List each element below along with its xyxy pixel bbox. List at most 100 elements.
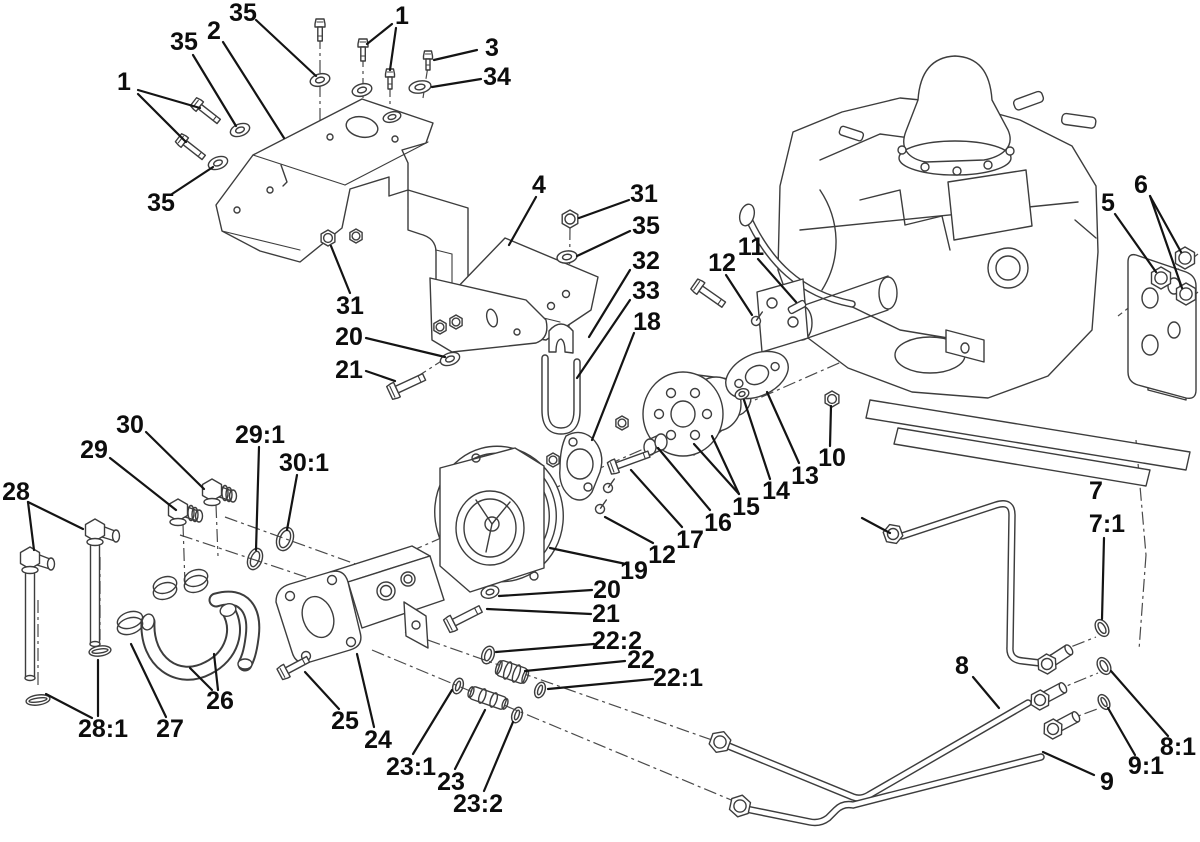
washer [480, 585, 500, 599]
clamp-drawing [548, 323, 574, 354]
leader-line-1 [388, 26, 398, 72]
callout-33: 33 [632, 277, 660, 305]
u-bolt-drawing [541, 323, 581, 435]
leader-line-33 [575, 298, 632, 380]
o-ring [451, 677, 465, 695]
o-ring [1094, 618, 1110, 638]
callout-13: 13 [791, 462, 819, 490]
callout-24: 24 [364, 726, 392, 754]
callout-22:2: 22:2 [592, 627, 642, 655]
leader-line-23 [453, 708, 487, 771]
leader-line-8:1 [1109, 669, 1170, 738]
callout-6: 6 [1134, 171, 1148, 199]
hex-bolt [690, 278, 727, 308]
o-ring [1097, 693, 1111, 711]
leader-line-26 [188, 666, 214, 692]
leader-line-24 [355, 652, 376, 729]
leader-line-22:1 [546, 677, 655, 691]
hex-bolt [357, 38, 369, 62]
union-fitting [467, 686, 509, 710]
leader-line-9:1 [1106, 706, 1137, 757]
leader-line-30:1 [285, 473, 299, 532]
hex-nut [824, 390, 840, 408]
hose-clamp-drawing [116, 568, 209, 636]
leader-line-30 [144, 430, 206, 491]
callout-27: 27 [156, 715, 184, 743]
callout-21: 21 [592, 600, 620, 628]
leader-line-9 [1041, 750, 1096, 777]
hex-nut [349, 228, 363, 244]
callout-12: 12 [648, 541, 676, 569]
callout-28:1: 28:1 [78, 715, 128, 743]
callout-8: 8 [955, 652, 969, 680]
elbow-fitting [167, 498, 204, 527]
o-ring [1096, 656, 1112, 676]
hex-bolt [384, 68, 396, 90]
callout-18: 18 [633, 308, 661, 336]
leader-line-29 [108, 456, 178, 512]
callout-1: 1 [395, 2, 409, 30]
adapter-plate-drawing [559, 431, 603, 501]
centerline [215, 504, 219, 557]
leader-line-1 [365, 22, 394, 46]
leader-line-25 [303, 670, 341, 711]
hex-bolt [442, 605, 483, 634]
support-plate-drawing [429, 237, 599, 353]
leader-line-6 [1148, 194, 1184, 290]
hydraulic-pump-drawing [275, 545, 445, 664]
coupler-drawing [642, 371, 752, 457]
key-drawing [787, 299, 807, 315]
engine-drawing [738, 55, 1191, 487]
leader-line-35 [254, 18, 318, 78]
steel-tubes-drawing [722, 500, 1045, 827]
washer [556, 250, 578, 264]
o-ring [480, 645, 496, 665]
leader-line-28:1 [44, 692, 94, 720]
callout-7: 7 [1089, 477, 1103, 505]
callout-20: 20 [335, 323, 363, 351]
callout-3: 3 [485, 34, 499, 62]
leader-line-35 [191, 53, 238, 128]
union-fitting [494, 659, 530, 685]
leader-line-3 [432, 48, 479, 62]
callout-11: 11 [738, 233, 765, 261]
callout-1: 1 [117, 68, 131, 96]
o-ring [533, 681, 547, 699]
set-screw [594, 499, 608, 515]
hardware-layer [25, 18, 1197, 818]
callout-35: 35 [170, 28, 198, 56]
leader-line-6 [1148, 194, 1183, 254]
o-ring [246, 547, 264, 571]
callout-8:1: 8:1 [1160, 733, 1196, 761]
leader-line-17 [629, 468, 684, 529]
tube-fitting [1043, 711, 1081, 740]
leader-line-31 [329, 244, 352, 295]
leader-line-20 [364, 336, 447, 359]
leader-line-23:2 [482, 720, 515, 793]
hex-bolt [189, 97, 222, 125]
leader-line-12 [724, 273, 754, 317]
callout-31: 31 [630, 180, 658, 208]
hex-nut [449, 314, 463, 330]
leader-line-18 [590, 331, 636, 442]
callout-23:2: 23:2 [453, 790, 503, 818]
leader-line-13 [765, 390, 801, 465]
leader-line-29:1 [254, 445, 261, 552]
leader-line-27 [129, 642, 168, 719]
callout-14: 14 [762, 477, 790, 505]
o-ring [25, 694, 51, 706]
washer [229, 122, 251, 138]
centerline [371, 649, 737, 803]
leader-line-11 [756, 257, 798, 304]
hex-nut [433, 319, 447, 335]
leader-line-12 [603, 515, 655, 545]
callout-12: 12 [708, 249, 736, 277]
callout-35: 35 [147, 189, 175, 217]
hex-nut [1174, 246, 1196, 270]
washer [309, 72, 331, 88]
leader-line-35 [170, 165, 215, 196]
washer [382, 110, 402, 124]
elbow-fittings-drawing [19, 478, 238, 682]
